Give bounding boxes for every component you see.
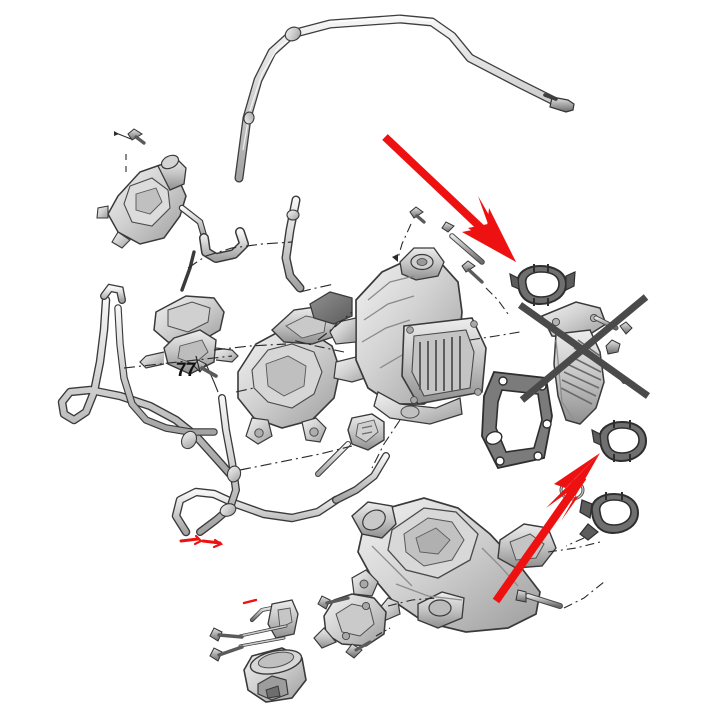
part-electrical-connector (315, 413, 385, 477)
part-vacuum-control-solenoid (139, 250, 239, 393)
annotation-arrow-top-right (382, 134, 516, 262)
part-egr-valve-center (237, 291, 375, 445)
part-vacuum-hose-loop-left (57, 195, 390, 537)
part-clamp-ring-lower (591, 420, 648, 463)
part-flange-gasket (481, 371, 553, 470)
annotation-arrow-bottom-right (492, 453, 600, 604)
annotation-red-marks (179, 534, 258, 605)
part-solenoid-mount-bolt (114, 128, 146, 145)
annotation-strikeout-x (517, 294, 651, 403)
assembly-axis-lines (123, 241, 353, 471)
part-bracket-bolts (317, 595, 437, 659)
part-intake-manifold-lower (351, 497, 605, 633)
part-clamp-ring-bottom (565, 492, 640, 547)
part-manifold-bolt (515, 581, 605, 609)
part-clamp-ring-upper (509, 264, 576, 306)
part-vacuum-pipe-top (234, 14, 575, 183)
part-support-bracket (313, 593, 437, 659)
part-egr-cooler (329, 247, 487, 425)
part-vacuum-solenoid-upper-left (96, 128, 208, 249)
part-callout-label-77: 77 (176, 360, 196, 381)
part-vacuum-actuator (209, 599, 307, 703)
part-cooler-bolts (291, 206, 521, 469)
part-actuator-bolts (209, 627, 244, 662)
